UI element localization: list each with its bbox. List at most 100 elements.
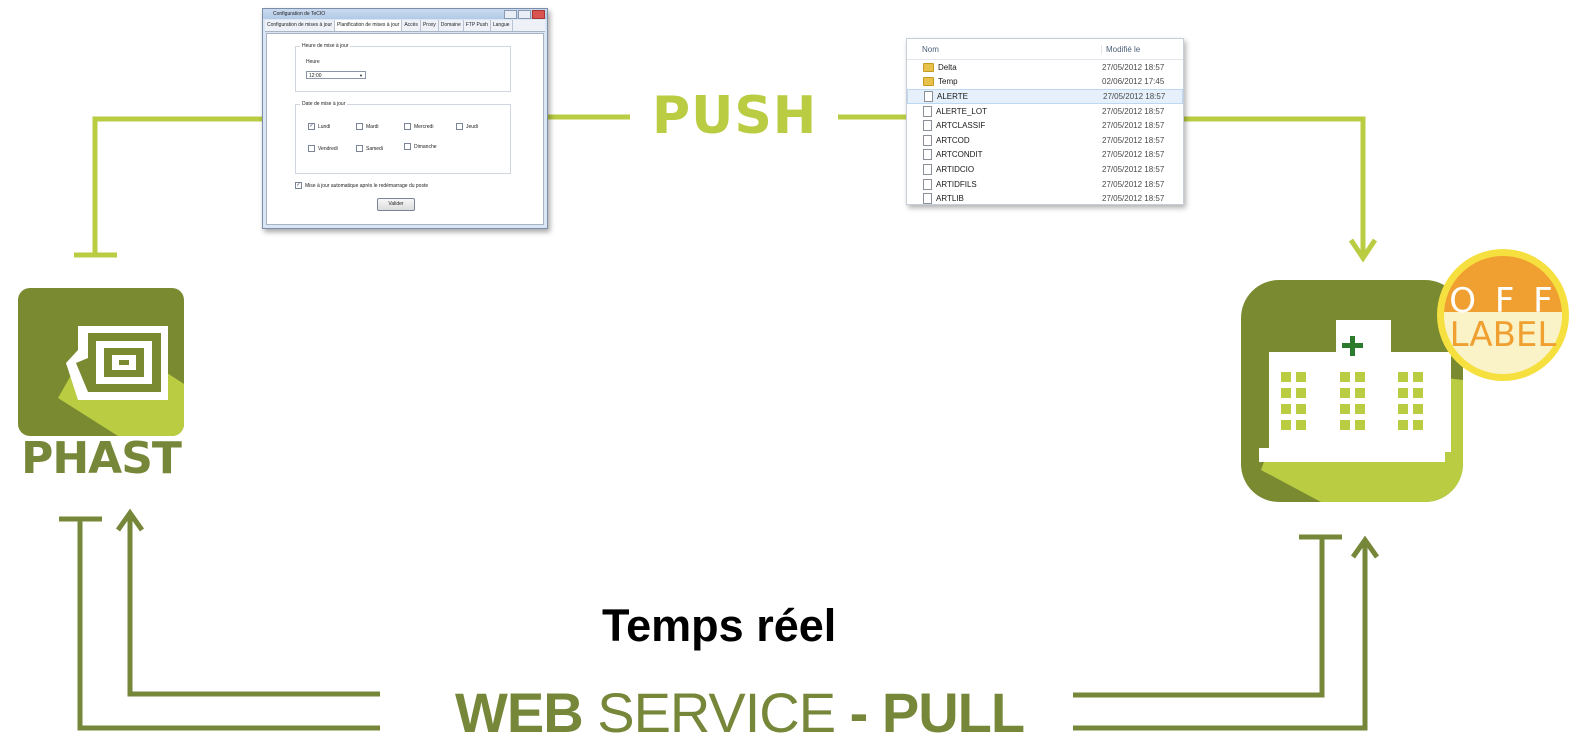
hour-label: Heure	[306, 59, 320, 65]
off-label-badge: O F F LABEL	[1436, 248, 1570, 382]
hour-group: Heure de mise à jour Heure 12:00 ▼	[295, 43, 511, 92]
minimize-icon[interactable]	[504, 10, 517, 19]
hospital-logo	[1241, 280, 1463, 502]
file-row[interactable]: ARTLIB 27/05/2012 18:57	[907, 191, 1183, 204]
day-label: Lundi	[318, 123, 331, 130]
file-name: ALERTE_LOT	[936, 106, 987, 116]
day-checkbox-mardi[interactable]: Mardi	[356, 123, 379, 130]
file-date: 27/05/2012 18:57	[1102, 135, 1165, 145]
column-name-header[interactable]: Nom	[907, 44, 1102, 54]
checkbox-icon	[356, 145, 363, 152]
tab-ftp-push[interactable]: FTP Push	[464, 20, 491, 31]
day-checkbox-jeudi[interactable]: Jeudi	[456, 123, 478, 130]
pull-line-left-outer	[77, 519, 380, 731]
file-list-header: Nom Modifié le	[907, 39, 1183, 60]
folder-icon	[923, 62, 934, 72]
tab-domain[interactable]: Domaine	[439, 20, 464, 31]
checkbox-icon	[308, 145, 315, 152]
day-label: Dimanche	[414, 143, 437, 150]
file-name: ARTLIB	[936, 194, 964, 204]
phast-logo-tile	[18, 288, 184, 436]
tab-access[interactable]: Accès	[402, 20, 421, 31]
file-name: ARTCOD	[936, 135, 970, 145]
push-label: PUSH	[652, 86, 818, 146]
service-word: SERVICE	[597, 681, 836, 744]
checkbox-checked-icon: ✓	[308, 123, 315, 130]
tab-bar: Configuration de mises à jour Planificat…	[265, 20, 545, 32]
file-date: 27/05/2012 18:57	[1102, 164, 1165, 174]
file-icon	[923, 105, 932, 117]
file-date: 27/05/2012 18:57	[1102, 121, 1165, 131]
file-date: 27/05/2012 18:57	[1103, 91, 1166, 101]
file-icon	[923, 163, 932, 175]
file-name: Delta	[938, 62, 957, 72]
hospital-icon	[1259, 320, 1463, 502]
pull-line-left-inner	[127, 516, 380, 697]
file-name-cell: ARTIDFILS	[907, 178, 1102, 190]
day-label: Jeudi	[466, 123, 478, 130]
chevron-down-icon: ▼	[359, 73, 363, 78]
hour-group-title: Heure de mise à jour	[300, 43, 351, 49]
file-name: ARTCONDIT	[936, 150, 983, 160]
day-checkbox-mercredi[interactable]: Mercredi	[404, 123, 433, 130]
folder-icon	[923, 77, 934, 87]
hour-select[interactable]: 12:00 ▼	[306, 71, 366, 79]
window-controls	[504, 10, 545, 19]
window-title: Configuration de TeCIO	[273, 11, 326, 17]
pull-arrowhead-left	[115, 508, 145, 532]
file-row[interactable]: ARTCOD 27/05/2012 18:57	[907, 133, 1183, 148]
column-modified-header[interactable]: Modifié le	[1106, 44, 1141, 54]
file-name-cell: ARTLIB	[907, 193, 1102, 204]
spiral-icon	[58, 326, 184, 436]
file-name-cell: ARTCLASSIF	[907, 120, 1102, 132]
day-label: Mardi	[366, 123, 379, 130]
validate-button[interactable]: Valider	[377, 198, 415, 211]
badge-bottom-text: LABEL	[1450, 315, 1557, 355]
day-checkbox-vendredi[interactable]: Vendredi	[308, 145, 338, 152]
tab-language[interactable]: Langue	[491, 20, 513, 31]
file-name-cell: ALERTE_LOT	[907, 105, 1102, 117]
file-date: 27/05/2012 18:57	[1102, 194, 1165, 204]
push-line-right	[1182, 116, 1366, 258]
days-group: Date de mise à jour ✓Lundi Mardi Mercred…	[295, 101, 511, 174]
pull-arrowhead-right	[1350, 535, 1380, 559]
phast-logo-text: PHAST	[21, 433, 182, 484]
file-row[interactable]: ARTCLASSIF 27/05/2012 18:57	[907, 118, 1183, 133]
hour-value: 12:00	[309, 73, 322, 79]
window-body: Heure de mise à jour Heure 12:00 ▼ Date …	[266, 33, 544, 225]
realtime-label: Temps réel	[602, 600, 837, 651]
file-icon	[923, 178, 932, 190]
window-titlebar: Configuration de TeCIO	[263, 9, 547, 19]
pull-word: PULL	[881, 681, 1025, 744]
day-label: Samedi	[366, 145, 383, 152]
file-icon	[923, 134, 932, 146]
day-checkbox-samedi[interactable]: Samedi	[356, 145, 383, 152]
day-checkbox-lundi[interactable]: ✓Lundi	[308, 123, 330, 130]
auto-update-checkbox[interactable]: ✓Mise à jour automatique après le redéma…	[295, 182, 428, 189]
tab-proxy[interactable]: Proxy	[421, 20, 439, 31]
close-icon[interactable]	[532, 10, 545, 19]
checkbox-icon	[404, 123, 411, 130]
config-window: Configuration de TeCIO Configuration de …	[262, 8, 548, 229]
day-label: Mercredi	[414, 123, 434, 130]
tab-config[interactable]: Configuration de mises à jour	[265, 20, 336, 31]
tab-planning[interactable]: Planification de mises à jour	[335, 20, 403, 31]
file-name-cell: Temp	[907, 77, 1102, 87]
file-name: Temp	[938, 77, 958, 87]
file-name: ARTCLASSIF	[936, 121, 986, 131]
web-service-pull-label: WEB SERVICE - PULL	[455, 680, 1025, 745]
day-checkbox-dimanche[interactable]: Dimanche	[404, 143, 437, 150]
maximize-icon[interactable]	[518, 10, 531, 19]
checkbox-icon	[356, 123, 363, 130]
checkbox-icon	[404, 143, 411, 150]
